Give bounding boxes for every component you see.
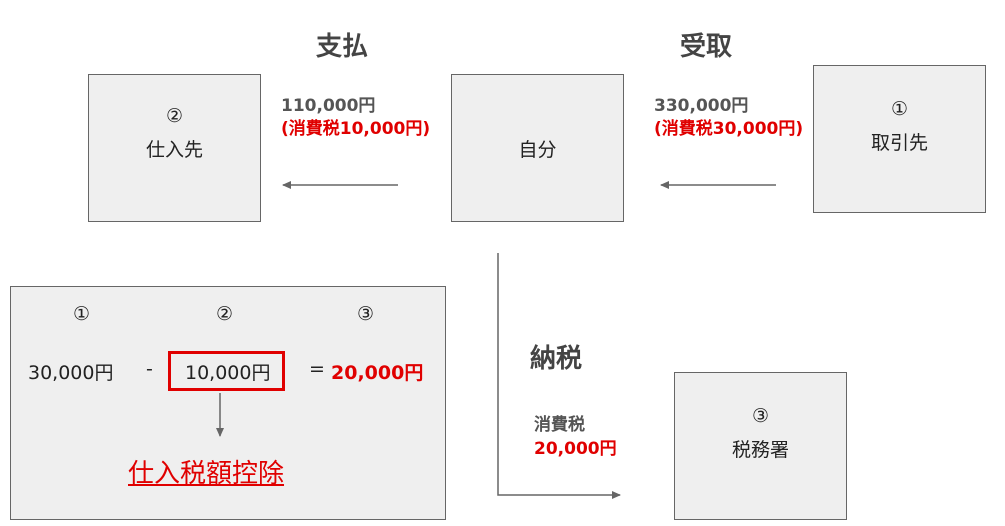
heading-tax-payment: 納税 xyxy=(530,344,583,374)
self-box: 自分 xyxy=(451,74,624,222)
tax-office-box: ③ 税務署 xyxy=(674,372,847,520)
calc-marker-1: ① xyxy=(73,303,91,325)
payment-amount: 110,000円 xyxy=(281,96,376,116)
self-label: 自分 xyxy=(518,139,557,161)
calc-minus: - xyxy=(146,358,153,380)
supplier-box: ② 仕入先 xyxy=(88,74,261,222)
supplier-number: ② xyxy=(165,105,184,127)
calculation-box: ① ② ③ 30,000円 - 10,000円 = 20,000円 仕入税額控除 xyxy=(10,286,446,520)
supplier-label: 仕入先 xyxy=(145,139,203,161)
calc-operand-2-highlight xyxy=(168,351,285,391)
customer-box: ① 取引先 xyxy=(813,65,986,213)
tax-payment-amount: 20,000円 xyxy=(534,439,617,459)
heading-pay: 支払 xyxy=(316,32,369,62)
calc-equals: = xyxy=(309,358,325,380)
receipt-tax: (消費税30,000円) xyxy=(654,119,804,139)
calc-marker-3: ③ xyxy=(357,303,375,325)
receipt-amount: 330,000円 xyxy=(654,96,749,116)
customer-number: ① xyxy=(890,98,909,120)
tax-payment-label: 消費税 xyxy=(534,415,585,435)
tax-office-label: 税務署 xyxy=(731,439,789,461)
heading-receive: 受取 xyxy=(680,32,733,62)
calc-result: 20,000円 xyxy=(331,362,424,384)
calc-term: 仕入税額控除 xyxy=(128,459,285,489)
tax-office-number: ③ xyxy=(751,405,770,427)
calc-operand-1: 30,000円 xyxy=(28,362,114,384)
calc-operand-2: 10,000円 xyxy=(185,362,271,384)
calc-marker-2: ② xyxy=(216,303,234,325)
payment-tax: (消費税10,000円) xyxy=(281,119,431,139)
tax-payment-arrow xyxy=(497,253,621,499)
customer-label: 取引先 xyxy=(870,132,928,154)
